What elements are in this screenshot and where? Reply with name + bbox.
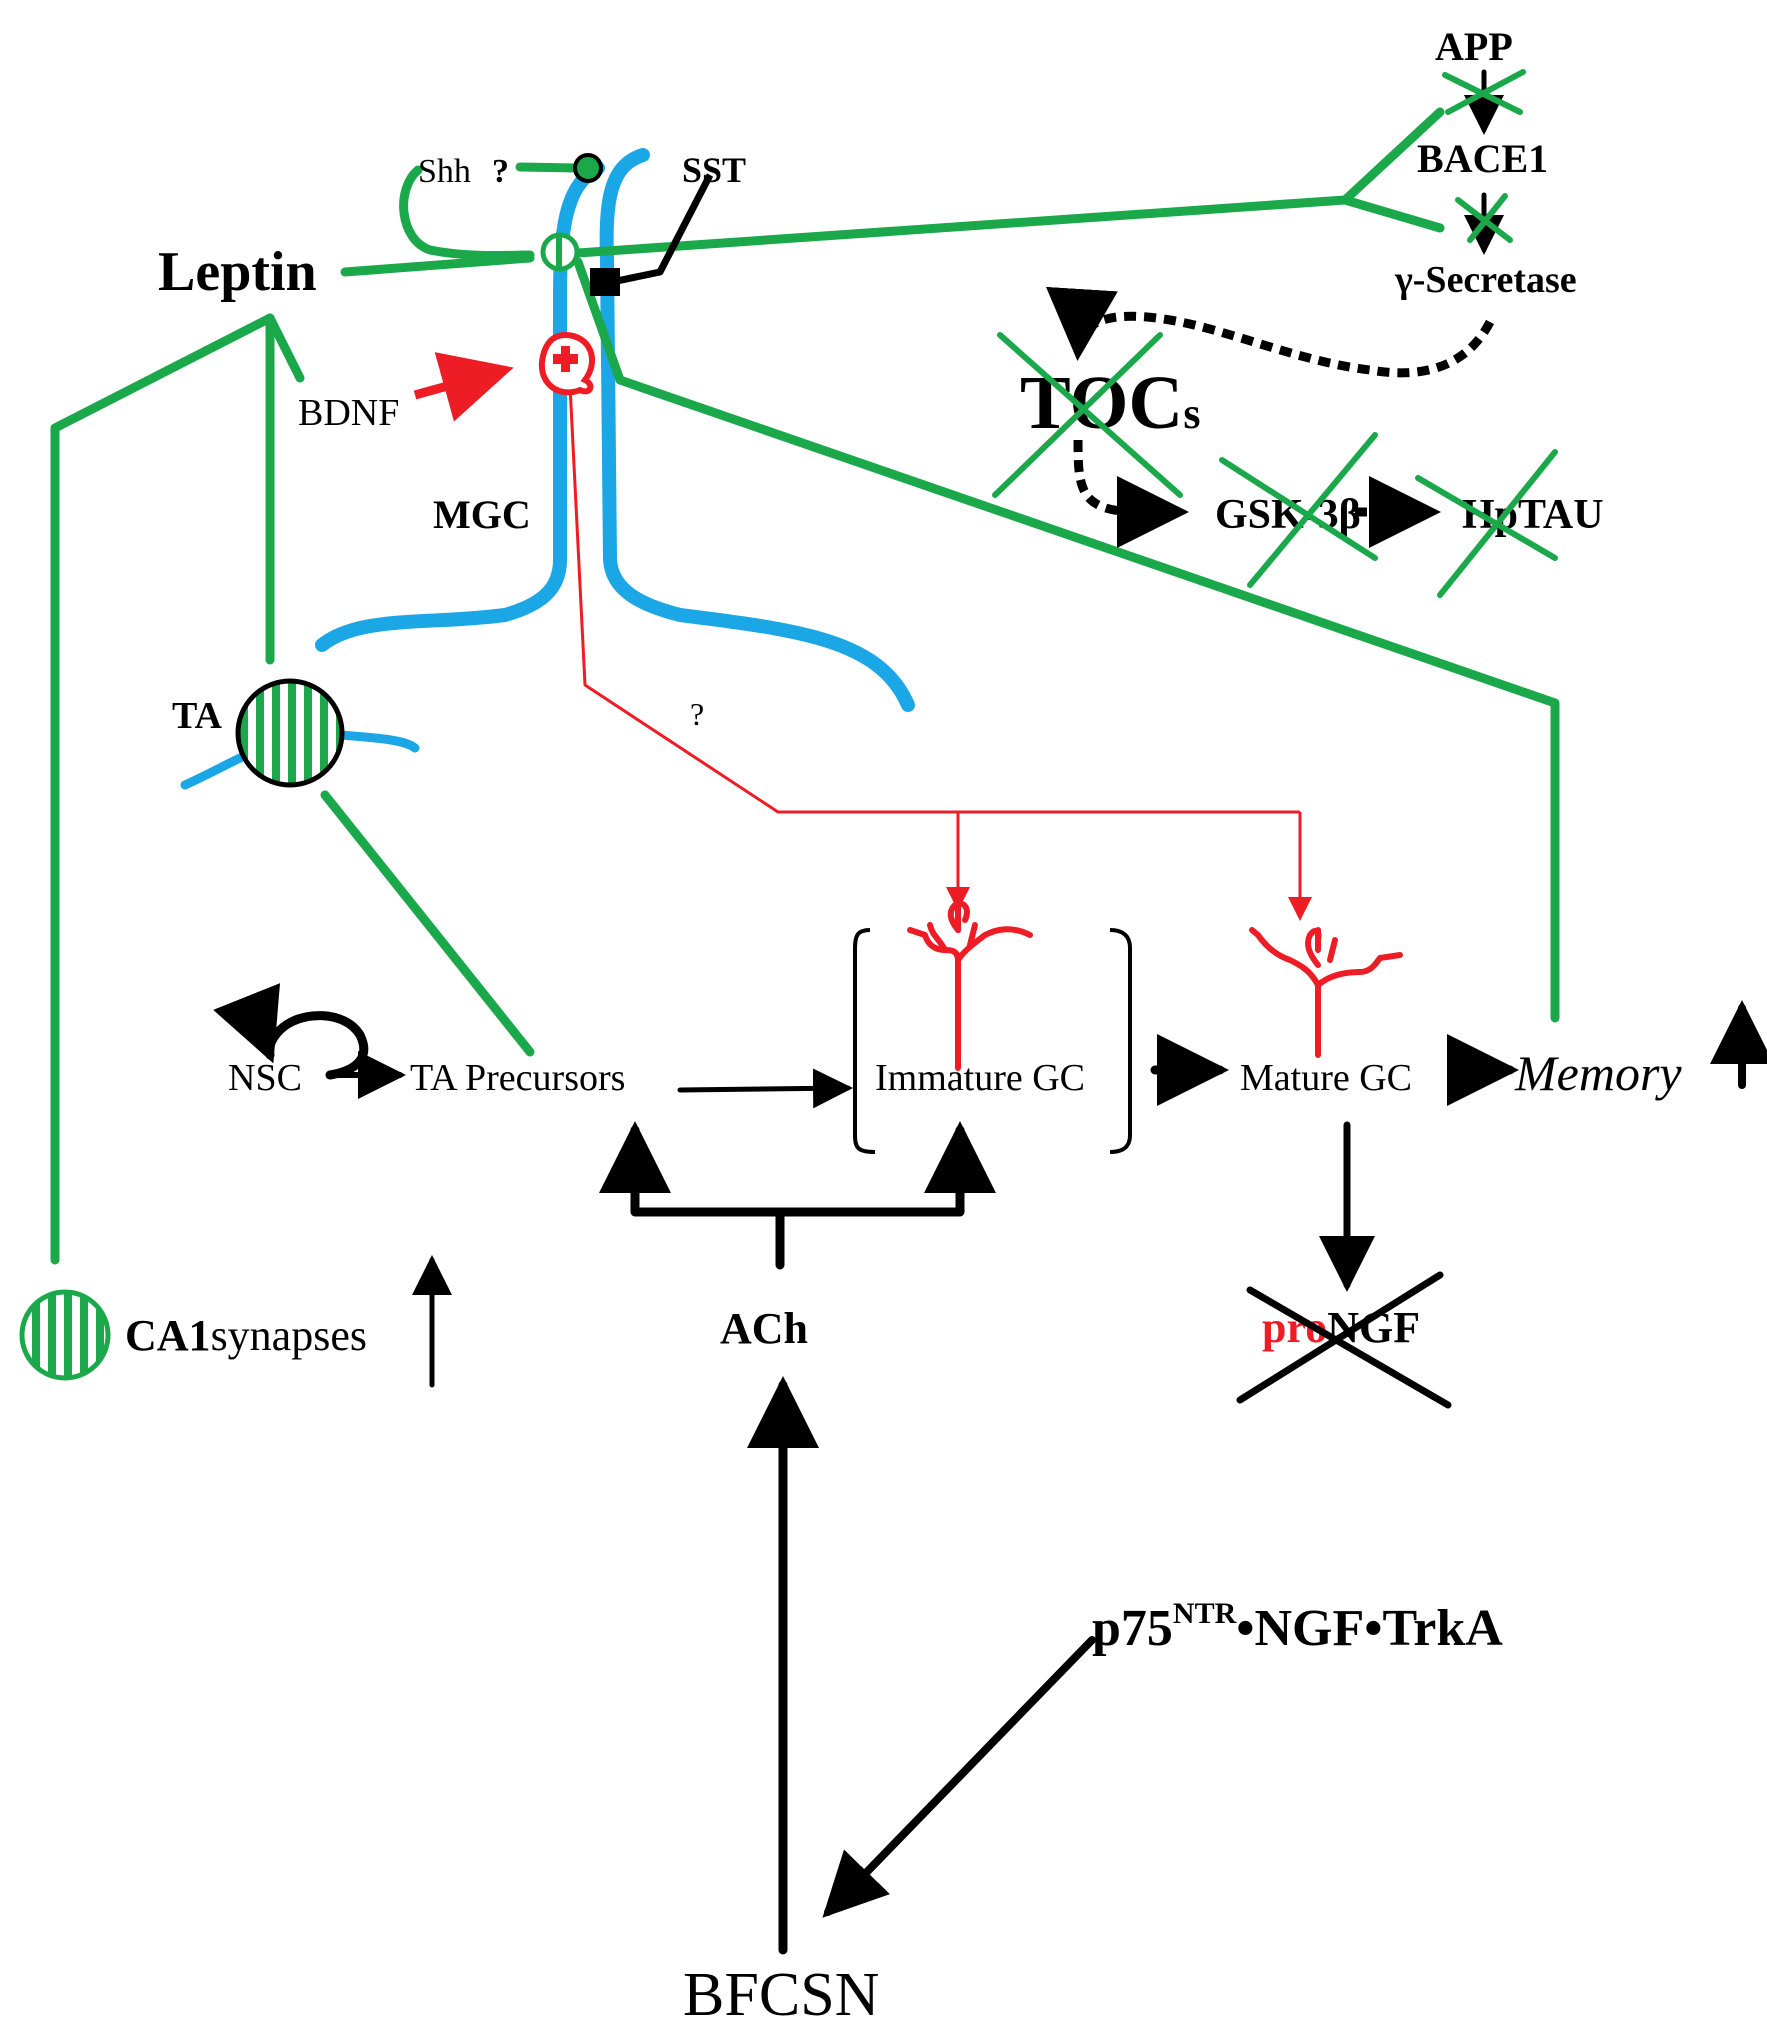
mgc-label: MGC <box>433 492 531 537</box>
red-pathways <box>413 352 1312 921</box>
memory-label: Memory <box>1514 1045 1682 1101</box>
p75-to-bfcsn <box>822 1636 1096 1918</box>
sst-label: SST <box>682 150 746 190</box>
bace1-label: BACE1 <box>1417 136 1548 181</box>
app-label: APP <box>1435 24 1513 69</box>
mature-gc-label: Mature GC <box>1240 1057 1412 1099</box>
bdnf-to-mgc <box>413 352 514 422</box>
prongf-cross <box>1236 1271 1452 1409</box>
synapses-text: synapses <box>211 1311 367 1360</box>
leptin-to-ca1 <box>50 313 275 1265</box>
shh-question: ? <box>492 153 509 190</box>
immature-gc-brackets <box>853 928 1132 1154</box>
ach-to-immature <box>775 1121 996 1217</box>
ca1-label: CA1synapses <box>125 1311 367 1360</box>
nsc-label: NSC <box>228 1057 302 1099</box>
branch-to-gsec <box>1340 195 1445 233</box>
bdnf-receptor-icon <box>538 331 596 396</box>
tocs-sub: s <box>1183 389 1200 438</box>
tocs-dotted-pathway <box>1046 286 1494 548</box>
ca1-bold: CA1 <box>125 1311 211 1360</box>
shh-label: Shh <box>418 153 471 190</box>
leptin-receptor-marker <box>540 232 580 272</box>
question-mark: ? <box>690 696 704 732</box>
ta-precursors-label: TA Precursors <box>410 1057 625 1099</box>
inhibition-crosses <box>992 69 1558 1409</box>
p75-text: p75 <box>1092 1600 1173 1657</box>
receptor-to-memory <box>573 257 1560 1023</box>
ntr-superscript: NTR <box>1173 1597 1237 1630</box>
immature-gc-label: Immature GC <box>875 1057 1085 1099</box>
gsec-cross <box>1455 193 1513 243</box>
precursors-to-immature <box>677 1068 853 1109</box>
receptor-to-secretase <box>573 195 1350 258</box>
green-pathways <box>50 107 1560 1265</box>
app-cross <box>1442 69 1526 115</box>
mgc-to-gc <box>568 384 1300 814</box>
p75-complex-label: p75NTR•NGF•TrkA <box>1092 1597 1503 1657</box>
mgc-process-right <box>599 148 915 712</box>
gamma-secretase-label: γ-Secretase <box>1394 259 1577 301</box>
mature-gc-neuron <box>1249 927 1403 1058</box>
ngf-trka-text: •NGF•TrkA <box>1236 1600 1503 1657</box>
bfcsn-label: BFCSN <box>683 1961 879 2029</box>
ach-to-precursors <box>599 1121 785 1270</box>
shh-to-terminal <box>515 162 582 173</box>
ca1-synapse-marker <box>19 1289 111 1381</box>
mgc-process-left <box>315 161 605 652</box>
ta-cell <box>235 678 345 788</box>
branch-to-app <box>1340 107 1445 205</box>
ach-label: ACh <box>720 1304 808 1353</box>
ta-to-precursors <box>320 790 535 1057</box>
gsk-cross <box>1219 432 1378 588</box>
hptau-cross <box>1415 449 1558 598</box>
leptin-to-receptor <box>340 253 535 277</box>
bdnf-label: BDNF <box>298 392 399 434</box>
ta-label: TA <box>172 695 223 737</box>
shh-terminal-dot <box>573 153 603 183</box>
leptin-label: Leptin <box>158 241 317 303</box>
leptin-to-bdnf <box>265 313 305 383</box>
sst-inhibition <box>590 173 714 296</box>
immature-gc-neuron <box>907 900 1033 1071</box>
black-arrows <box>213 69 1767 1955</box>
tocs-cross <box>992 332 1183 498</box>
